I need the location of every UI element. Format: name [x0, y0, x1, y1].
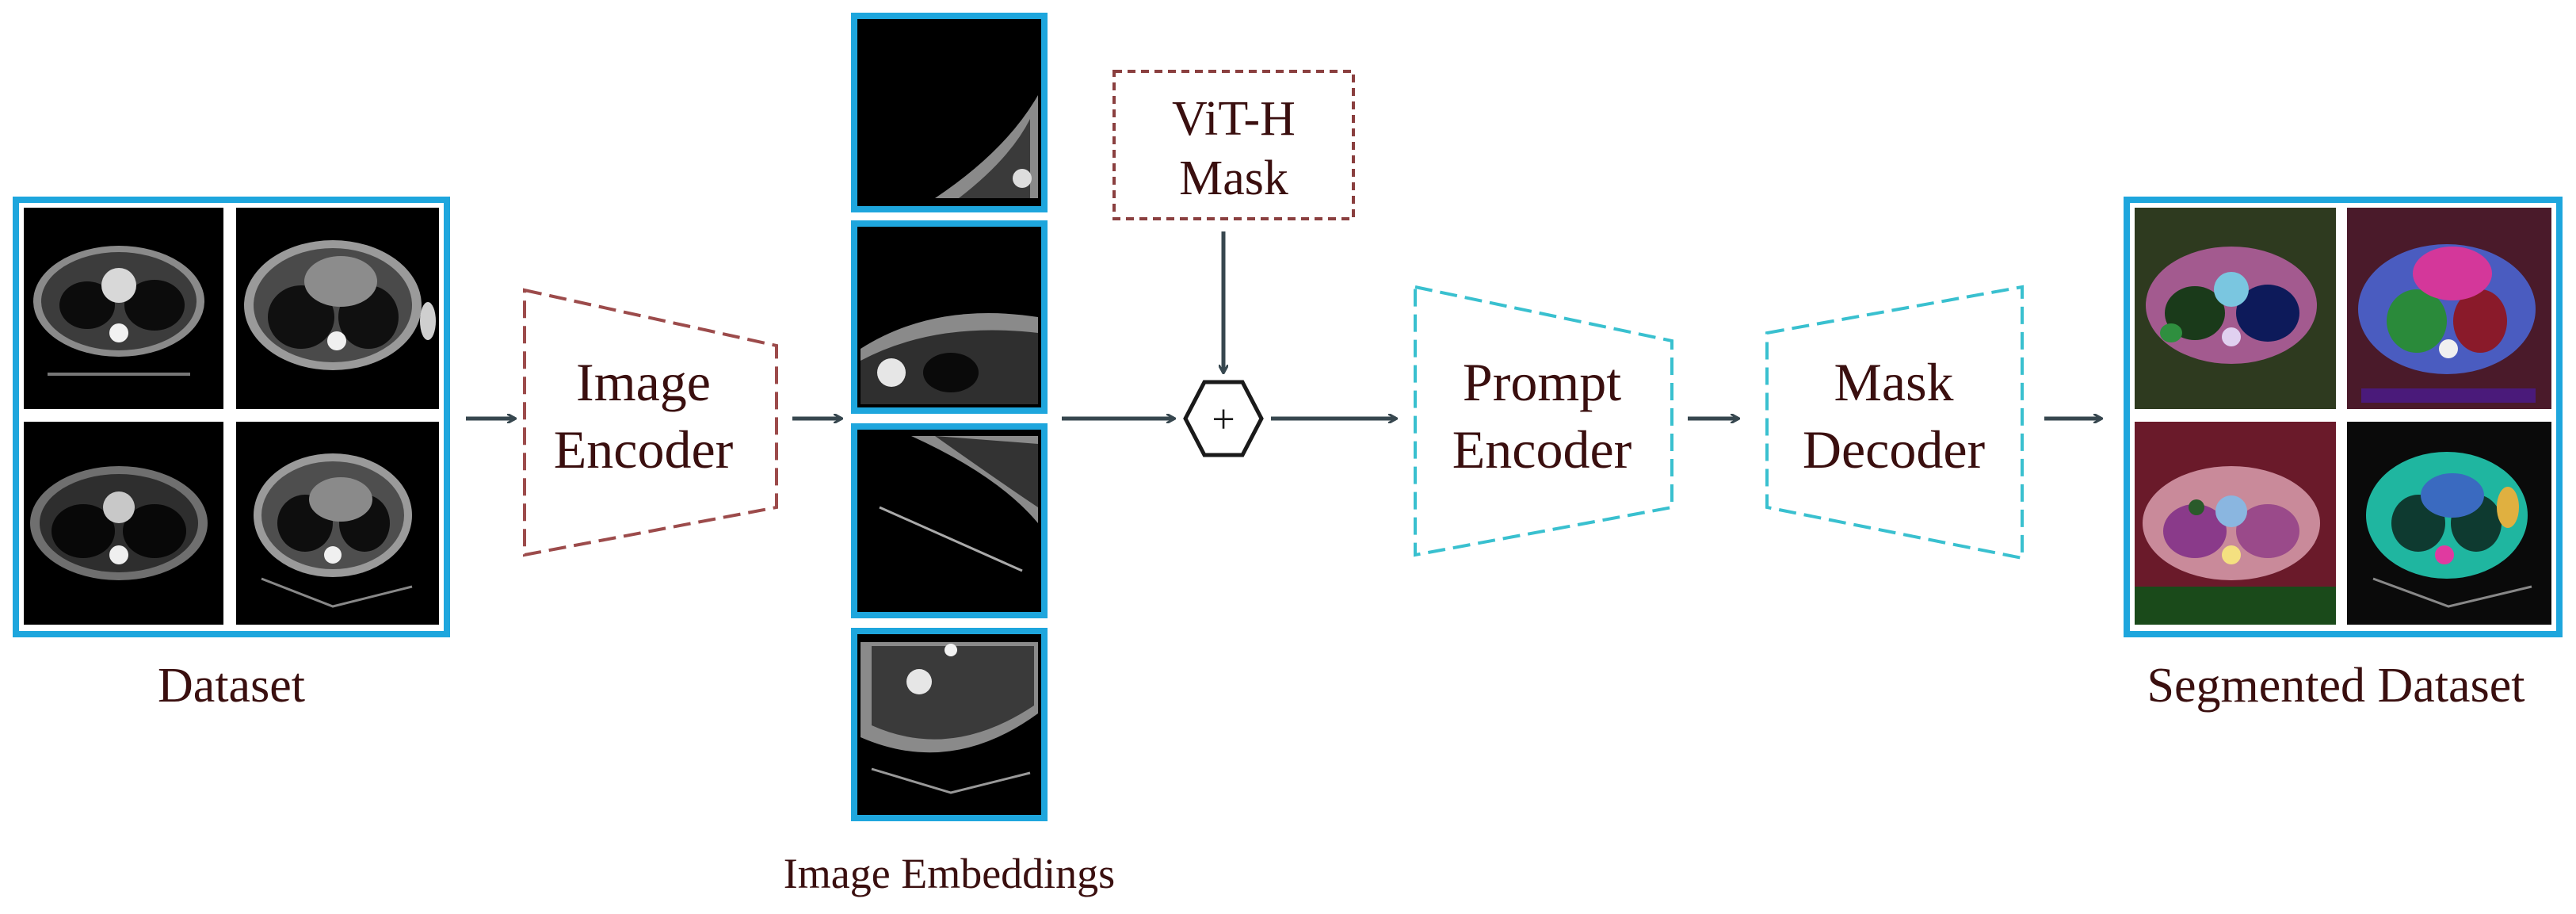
prompt-encoder-label-line1: Prompt: [1463, 352, 1621, 412]
segmented-image-4: [2347, 422, 2551, 625]
segmented-image-2: [2347, 208, 2551, 409]
mask-decoder-trapezoid: [1765, 285, 2024, 560]
segmented-image-3: [2135, 422, 2336, 625]
embedding-ct-crop-1: [935, 95, 1038, 198]
mask-decoder-label-line2: Decoder: [1803, 419, 1986, 480]
image-encoder-block: Image Encoder: [523, 288, 778, 557]
embedding-ct-crop-2: [861, 313, 1038, 404]
segmented-dataset-label: Segmented Dataset: [2147, 659, 2525, 713]
dataset-ct-image-3: [24, 422, 223, 625]
dataset-group: Dataset: [13, 197, 450, 713]
vit-mask-label-line1: ViT-H: [1172, 92, 1296, 146]
combine-hexagon: [1183, 380, 1264, 457]
dataset-label: Dataset: [158, 659, 305, 713]
vit-mask-block: ViT-H Mask: [1112, 70, 1355, 220]
mask-decoder-label-line1: Mask: [1834, 352, 1953, 412]
image-encoder-label-line1: Image: [576, 352, 711, 412]
embedding-frame-1: [851, 13, 1048, 212]
image-encoder-trapezoid: [523, 288, 778, 557]
embedding-ct-crop-4: [861, 642, 1038, 794]
dataset-ct-image-2: [236, 208, 439, 409]
image-embeddings-group: Image Embeddings: [784, 13, 1115, 897]
combine-node: +: [1183, 380, 1264, 457]
combine-plus-symbol: +: [1212, 397, 1235, 442]
dataset-ct-image-1: [24, 208, 223, 409]
image-embeddings-label: Image Embeddings: [784, 850, 1115, 897]
vit-mask-box: [1112, 70, 1355, 220]
dataset-ct-image-4: [236, 422, 439, 625]
vit-mask-label-line2: Mask: [1179, 151, 1288, 205]
prompt-encoder-block: Prompt Encoder: [1414, 285, 1673, 557]
segmented-dataset-group: Segmented Dataset: [2124, 197, 2563, 713]
image-encoder-label-line2: Encoder: [554, 419, 734, 480]
mask-decoder-block: Mask Decoder: [1765, 285, 2024, 560]
segmented-image-1: [2135, 208, 2336, 409]
prompt-encoder-label-line2: Encoder: [1452, 419, 1632, 480]
embedding-ct-crop-3: [879, 436, 1038, 572]
